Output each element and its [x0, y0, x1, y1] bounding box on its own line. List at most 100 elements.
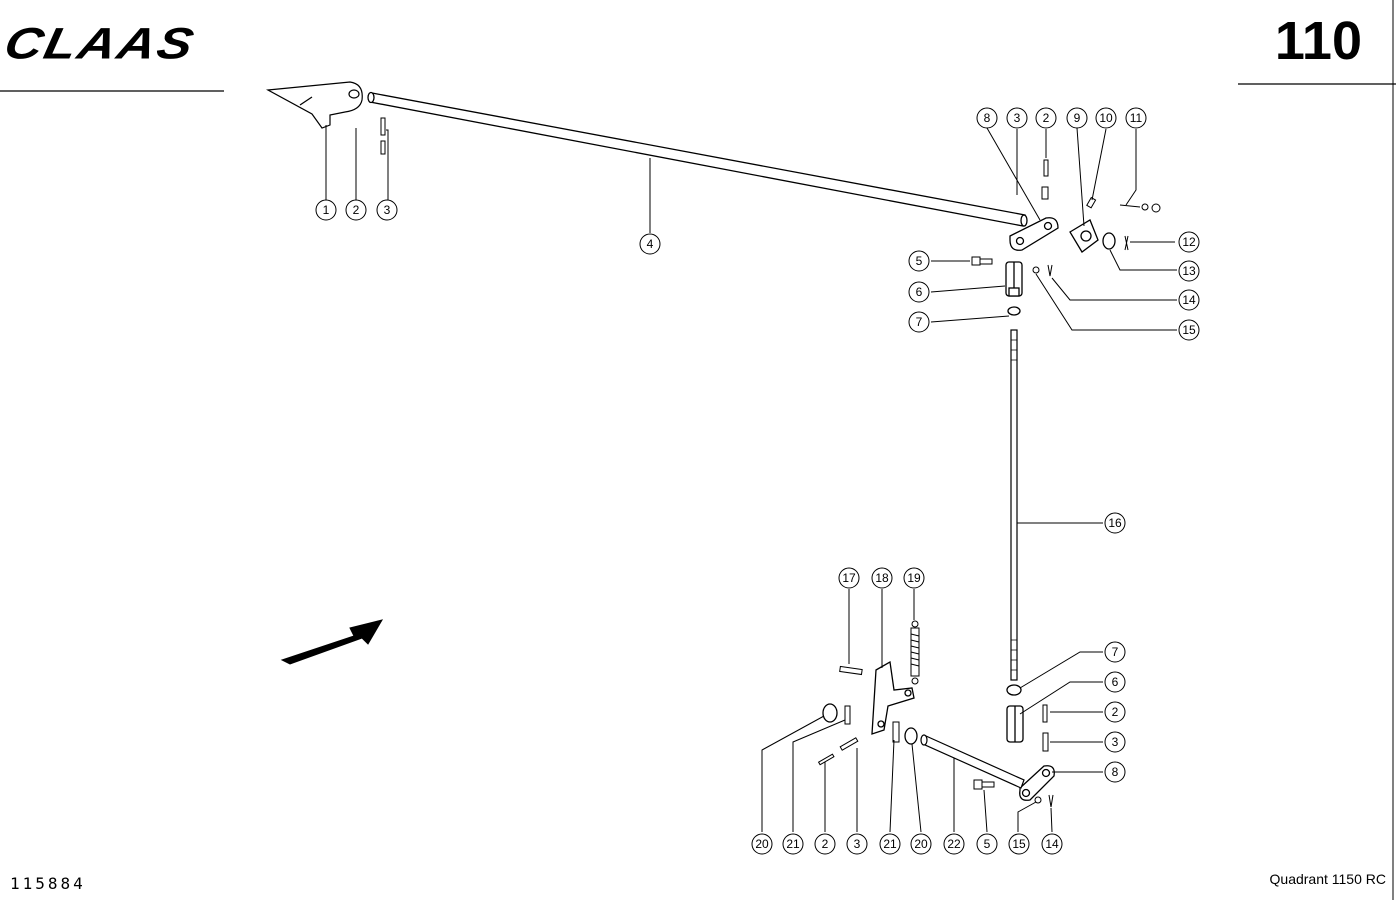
part-pin-10: [1086, 196, 1097, 209]
doc-number: 115884: [10, 874, 86, 893]
callout-2-bottom: 2: [814, 833, 836, 855]
part-pin-2-lower: [1042, 704, 1048, 723]
callout-4: 4: [639, 233, 661, 255]
svg-text:8: 8: [1112, 765, 1119, 779]
part-bolt-5-lower: [973, 779, 995, 790]
svg-text:8: 8: [984, 111, 991, 125]
part-bolt-11: [1119, 203, 1161, 213]
part-pin-17: [839, 665, 863, 676]
svg-text:22: 22: [947, 837, 961, 851]
part-bush-21-right: [892, 721, 900, 743]
svg-text:12: 12: [1182, 235, 1196, 249]
svg-text:10: 10: [1099, 111, 1113, 125]
callout-1: 1: [315, 199, 337, 221]
part-shaft-22: [920, 734, 1025, 789]
callout-2-lower: 2: [1104, 701, 1126, 723]
callout-6-lower: 6: [1104, 671, 1126, 693]
part-plate-9: [1069, 219, 1099, 253]
svg-text:9: 9: [1074, 111, 1081, 125]
part-lever-8-lower: [1019, 765, 1055, 801]
svg-text:15: 15: [1182, 323, 1196, 337]
svg-text:3: 3: [1014, 111, 1021, 125]
svg-text:11: 11: [1130, 111, 1143, 125]
callout-18: 18: [871, 567, 893, 589]
svg-text:1: 1: [323, 203, 330, 217]
part-pin-14-lower: [1048, 794, 1054, 808]
callout-10: 10: [1095, 107, 1117, 129]
svg-text:14: 14: [1045, 837, 1059, 851]
svg-text:2: 2: [1043, 111, 1050, 125]
part-bracket-1: [265, 81, 363, 129]
svg-text:5: 5: [984, 837, 991, 851]
part-pin-3-lower: [1042, 732, 1049, 752]
svg-text:15: 15: [1012, 837, 1026, 851]
callout-5: 5: [908, 250, 930, 272]
svg-text:7: 7: [916, 315, 923, 329]
callout-3-lower: 3: [1104, 731, 1126, 753]
part-clevis-6: [1005, 261, 1023, 297]
part-pin-2: [380, 117, 386, 155]
svg-text:14: 14: [1182, 293, 1196, 307]
part-lever-8: [1009, 217, 1059, 251]
part-pin-14: [1047, 264, 1053, 277]
svg-text:6: 6: [1112, 675, 1119, 689]
callout-2: 2: [345, 199, 367, 221]
callout-8-lower: 8: [1104, 761, 1126, 783]
callout-15-lower: 15: [1008, 833, 1030, 855]
callout-16: 16: [1104, 512, 1126, 534]
part-nut-7-lower: [1006, 684, 1022, 696]
part-arm-18: [871, 660, 915, 735]
callout-17: 17: [838, 567, 860, 589]
callout-14-lower: 14: [1041, 833, 1063, 855]
part-bush-21: [844, 705, 851, 725]
svg-text:6: 6: [916, 285, 923, 299]
direction-arrow: [280, 619, 384, 665]
svg-text:5: 5: [916, 254, 923, 268]
part-splitpin-12: [1124, 235, 1129, 251]
callout-3: 3: [376, 199, 398, 221]
part-spring-19: [910, 620, 920, 685]
svg-text:3: 3: [854, 837, 861, 851]
callout-2-top: 2: [1035, 107, 1057, 129]
part-clevis-6-lower: [1006, 705, 1024, 743]
svg-text:3: 3: [1112, 735, 1119, 749]
svg-text:4: 4: [647, 237, 654, 251]
part-ring-15-lower: [1034, 796, 1042, 804]
svg-text:2: 2: [1112, 705, 1119, 719]
svg-text:2: 2: [822, 837, 829, 851]
part-shaft-4: [367, 91, 1028, 227]
svg-text:18: 18: [875, 571, 889, 585]
part-washer-20: [822, 703, 838, 723]
callout-13: 13: [1178, 260, 1200, 282]
page-number: 110: [1274, 11, 1362, 71]
svg-text:20: 20: [755, 837, 769, 851]
callout-15: 15: [1178, 319, 1200, 341]
callout-6: 6: [908, 281, 930, 303]
part-nut-7: [1007, 306, 1021, 316]
callout-14: 14: [1178, 289, 1200, 311]
leader-lines: [325, 125, 1177, 833]
callout-11: 11: [1125, 107, 1147, 129]
callout-3-bottom: 3: [846, 833, 868, 855]
callout-21-right: 21: [879, 833, 901, 855]
callout-7-lower: 7: [1104, 641, 1126, 663]
callout-8: 8: [976, 107, 998, 129]
callout-7: 7: [908, 311, 930, 333]
part-pin-2-bottom: [817, 753, 835, 766]
part-ring-15: [1032, 266, 1040, 274]
svg-text:3: 3: [384, 203, 391, 217]
part-pins-top: [1041, 159, 1049, 200]
callout-19: 19: [903, 567, 925, 589]
svg-text:20: 20: [914, 837, 928, 851]
callout-5-lower: 5: [976, 833, 998, 855]
part-bolt-5: [971, 256, 993, 266]
svg-text:7: 7: [1112, 645, 1119, 659]
model-name: Quadrant 1150 RC: [1269, 871, 1386, 887]
svg-text:13: 13: [1182, 264, 1196, 278]
callout-20-right: 20: [910, 833, 932, 855]
svg-text:19: 19: [907, 571, 921, 585]
svg-text:21: 21: [883, 837, 897, 851]
svg-text:16: 16: [1108, 516, 1122, 530]
callout-9: 9: [1066, 107, 1088, 129]
